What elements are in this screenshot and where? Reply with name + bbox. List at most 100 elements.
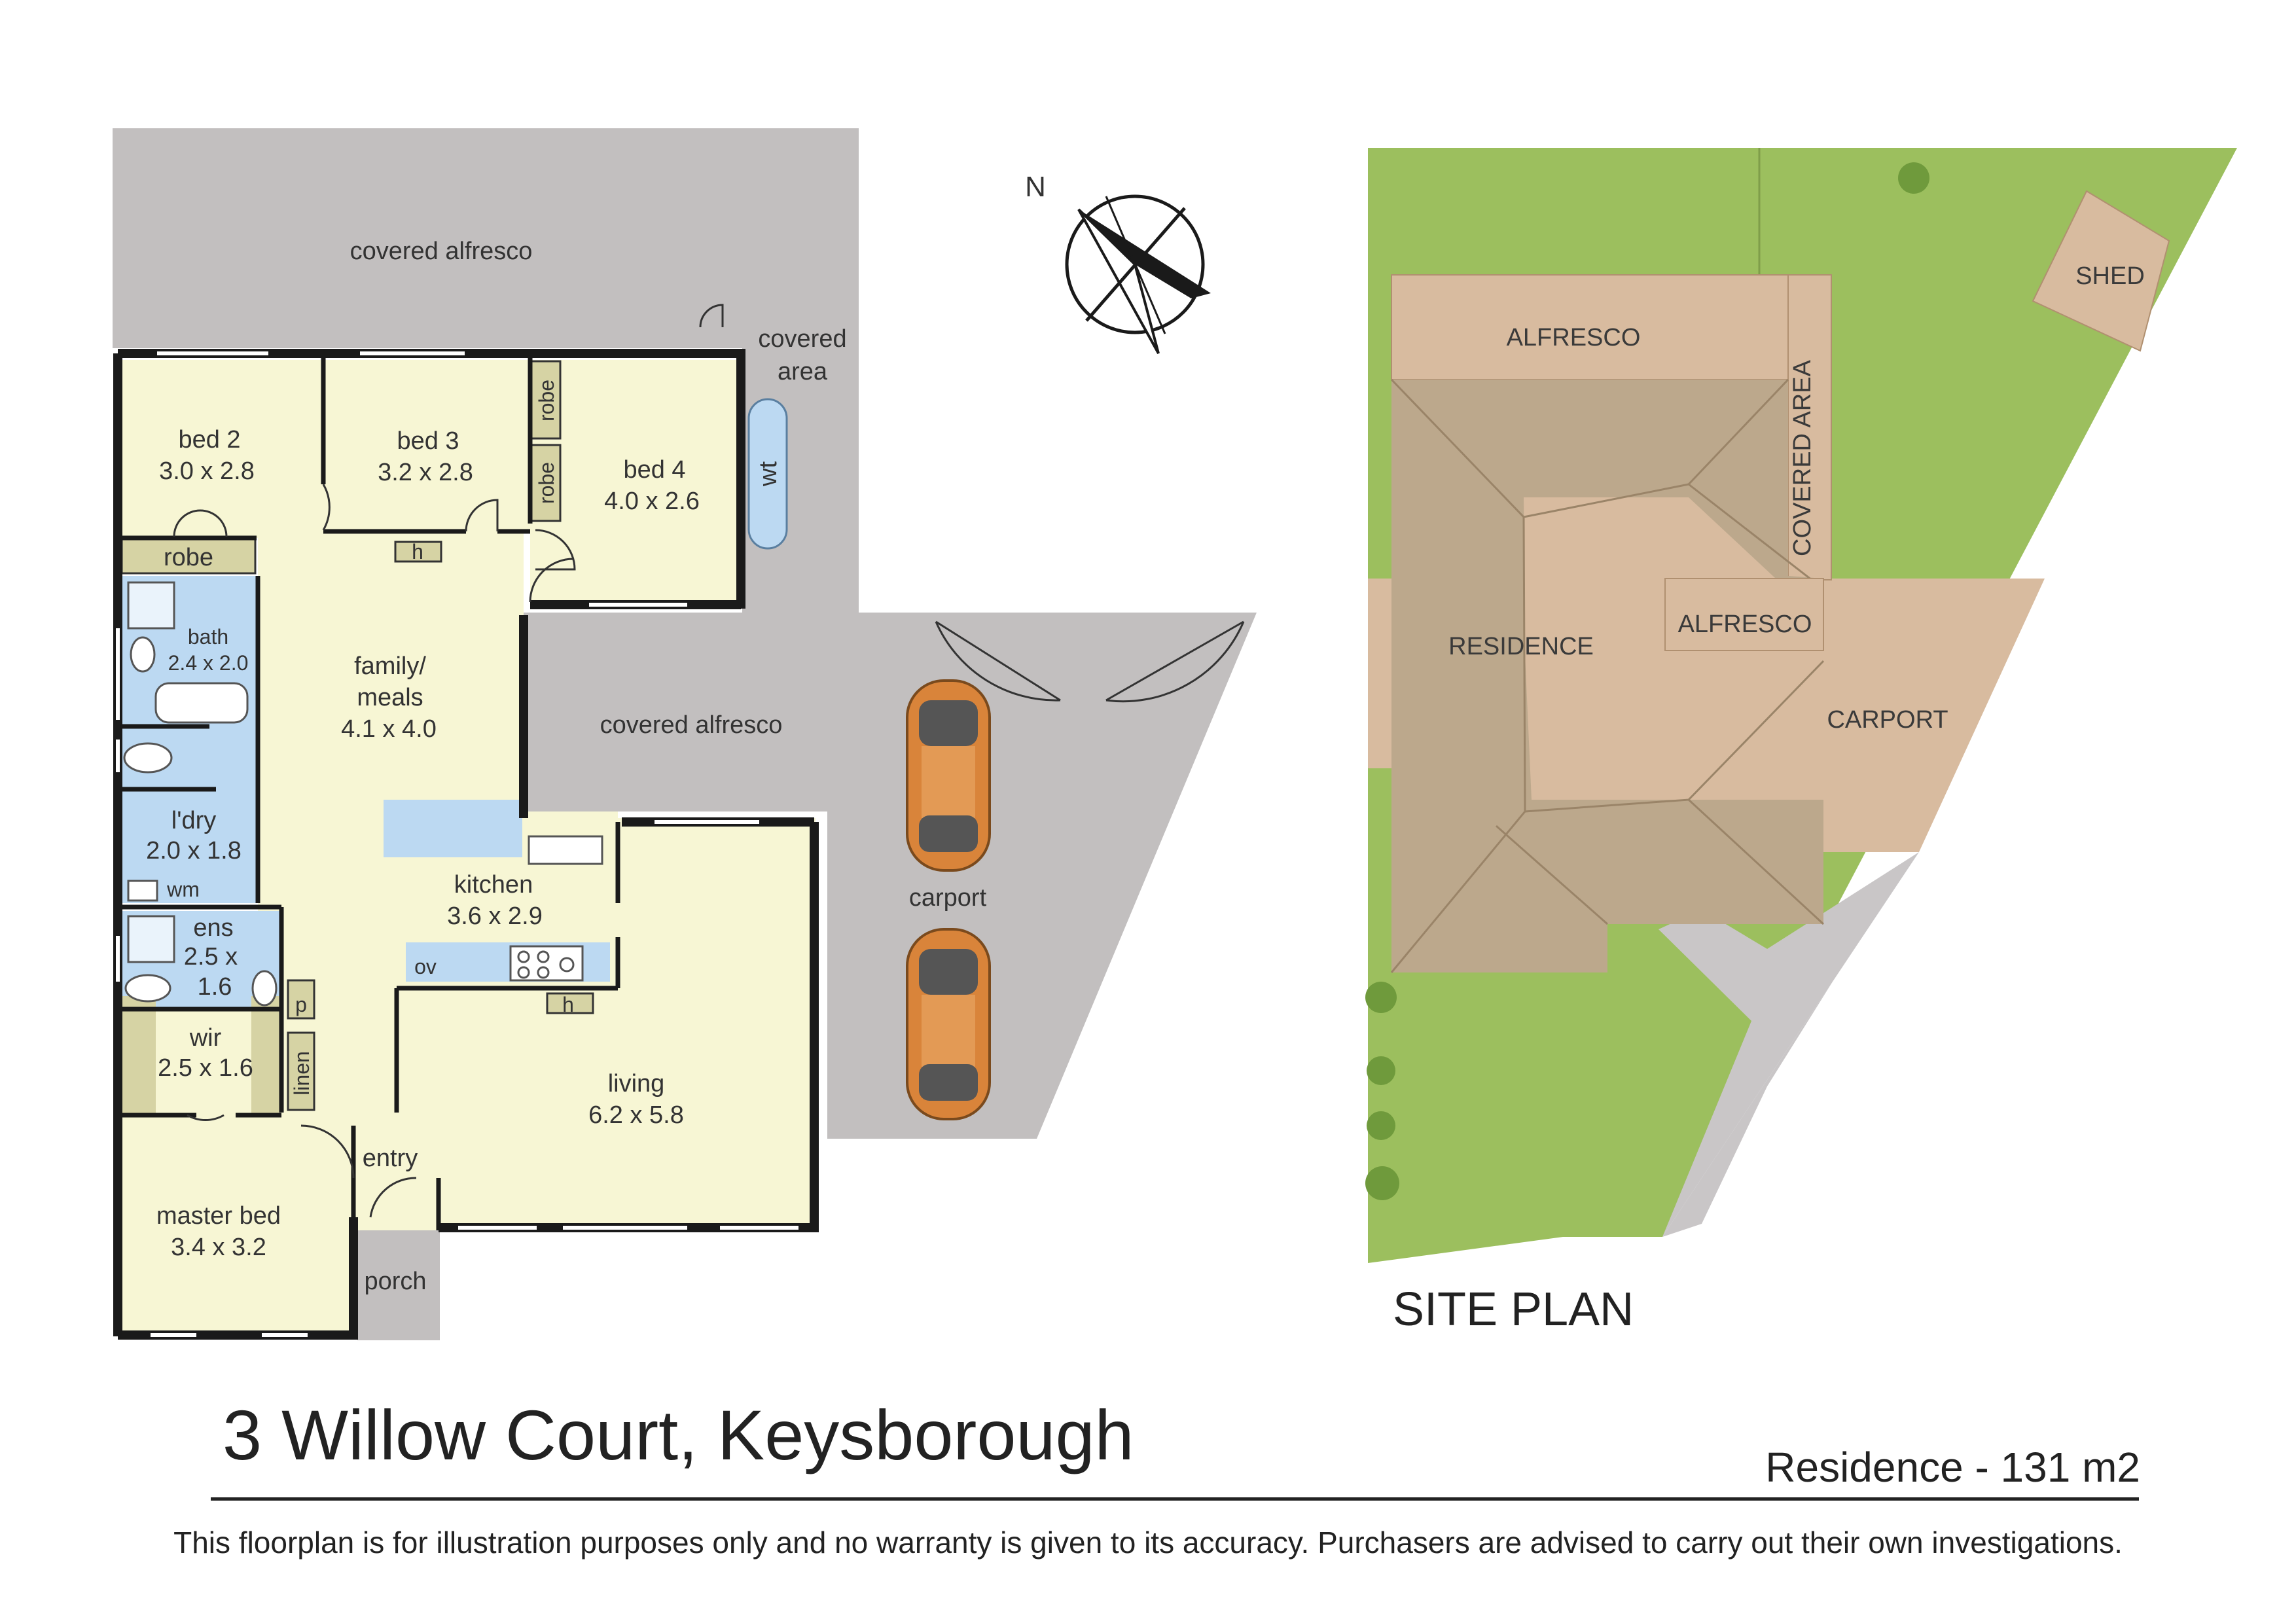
label-wt: wt <box>755 461 782 487</box>
bed2 <box>122 360 323 538</box>
site-alfresco-mid <box>1664 578 1824 651</box>
pantry <box>287 979 315 1020</box>
ens-toilet <box>124 974 171 1003</box>
label-wm: wm <box>166 878 200 901</box>
disclaimer: This floorplan is for illustration purpo… <box>173 1525 2123 1560</box>
kitchen-sink <box>528 835 603 865</box>
site-trees <box>1365 162 1929 1200</box>
tree-icon <box>1367 1111 1395 1140</box>
fixtures <box>123 581 603 1007</box>
site-plan: ALFRESCO COVERED AREA SHED RESIDENCE ALF… <box>1365 148 2237 1263</box>
floorplan-labels: covered alfresco covered area bed 2 3.0 … <box>146 171 1046 1295</box>
label-bed2-size: 3.0 x 2.8 <box>159 457 255 485</box>
label-ldry-size: 2.0 x 1.8 <box>146 837 242 865</box>
label-bed2: bed 2 <box>178 426 240 454</box>
site-plan-title: SITE PLAN <box>1393 1283 1634 1336</box>
label-living: living <box>608 1070 665 1097</box>
label-heater-family: h <box>412 540 423 563</box>
kitchen-island <box>384 800 522 857</box>
label-robe-bed4: robe <box>535 462 558 504</box>
label-robe-bed3: robe <box>535 380 558 421</box>
label-linen: linen <box>290 1051 314 1096</box>
linen-cupboard <box>287 1031 315 1111</box>
bed4 <box>530 360 737 603</box>
site-label-shed: SHED <box>2075 262 2145 290</box>
label-bed3-size: 3.2 x 2.8 <box>378 459 473 486</box>
car-1 <box>906 679 991 872</box>
label-kitchen: kitchen <box>454 871 533 899</box>
compass-n-label: N <box>1025 171 1046 203</box>
site-driveway <box>1659 852 1919 1237</box>
shower-bath <box>127 581 175 630</box>
label-covered-area-1: covered <box>758 325 846 353</box>
site-label-residence: RESIDENCE <box>1448 633 1594 660</box>
label-ens-size-2: 1.6 <box>198 973 232 1001</box>
master-bed <box>122 1115 352 1331</box>
label-covered-area-2: area <box>778 358 828 385</box>
label-bath-size: 2.4 x 2.0 <box>168 651 249 675</box>
wir-shelf-right <box>251 996 280 1114</box>
title-divider <box>211 1497 2139 1501</box>
tree-icon <box>1367 1056 1395 1085</box>
carport-area <box>524 613 1257 1139</box>
laundry-trough <box>127 880 158 902</box>
tree-icon <box>1365 982 1397 1013</box>
site-roof-ridges <box>1390 378 1825 973</box>
label-ens-size-1: 2.5 x <box>184 943 238 971</box>
site-labels: ALFRESCO COVERED AREA SHED RESIDENCE ALF… <box>1448 262 2145 734</box>
label-ldry: l'dry <box>171 807 217 834</box>
label-covered-alfresco-mid: covered alfresco <box>600 711 783 739</box>
label-robe-bed2: robe <box>164 544 213 571</box>
living <box>397 818 816 1224</box>
label-master: master bed <box>156 1202 281 1230</box>
label-ov: ov <box>414 955 437 978</box>
label-bed4: bed 4 <box>623 456 685 484</box>
residence-area: Residence - 131 m2 <box>1765 1444 2140 1491</box>
label-bath: bath <box>188 625 228 649</box>
label-porch: porch <box>364 1268 426 1295</box>
tree-icon <box>1898 162 1929 194</box>
site-label-covered-area: COVERED AREA <box>1789 359 1816 556</box>
toilet-bowl <box>123 742 173 774</box>
ens-shower <box>127 915 175 963</box>
label-carport: carport <box>909 884 987 912</box>
bed3 <box>323 360 530 531</box>
site-label-carport: CARPORT <box>1827 706 1948 734</box>
label-pantry: p <box>295 993 307 1016</box>
site-alfresco-top <box>1391 274 1789 380</box>
bathtub <box>154 682 249 724</box>
water-tank <box>747 398 788 550</box>
bath-basin <box>130 636 156 673</box>
property-address: 3 Willow Court, Keysborough <box>223 1395 1134 1474</box>
label-heater-kitchen: h <box>562 993 574 1016</box>
robe-bed3 <box>529 360 562 440</box>
car-2 <box>906 928 991 1120</box>
windows <box>116 351 798 1337</box>
compass-icon <box>1065 194 1211 354</box>
site-driveway-2 <box>1662 852 1919 1237</box>
label-wir-size: 2.5 x 1.6 <box>158 1054 253 1082</box>
label-master-size: 3.4 x 3.2 <box>171 1234 266 1261</box>
label-entry: entry <box>363 1145 418 1172</box>
label-covered-alfresco-top: covered alfresco <box>350 238 533 265</box>
ens-basin <box>251 970 278 1007</box>
site-covered-area <box>1787 274 1832 580</box>
heater-kitchen <box>546 992 594 1014</box>
site-label-alfresco-top: ALFRESCO <box>1507 324 1641 351</box>
label-family: family/ <box>354 652 426 680</box>
label-kitchen-size: 3.6 x 2.9 <box>447 902 543 930</box>
site-carport <box>1823 579 2045 852</box>
label-family-size: 4.1 x 4.0 <box>341 715 437 743</box>
label-wir: wir <box>189 1024 222 1052</box>
label-bed4-size: 4.0 x 2.6 <box>604 488 700 515</box>
label-living-size: 6.2 x 5.8 <box>588 1101 684 1129</box>
site-left-strip <box>1368 579 1394 768</box>
porch-area <box>357 1230 440 1340</box>
heater-family <box>394 541 442 563</box>
label-ens: ens <box>193 914 233 942</box>
site-label-alfresco-mid: ALFRESCO <box>1678 611 1812 638</box>
door-swings <box>173 304 1245 1218</box>
tree-icon <box>1365 1166 1399 1200</box>
internal-walls <box>122 356 620 1230</box>
